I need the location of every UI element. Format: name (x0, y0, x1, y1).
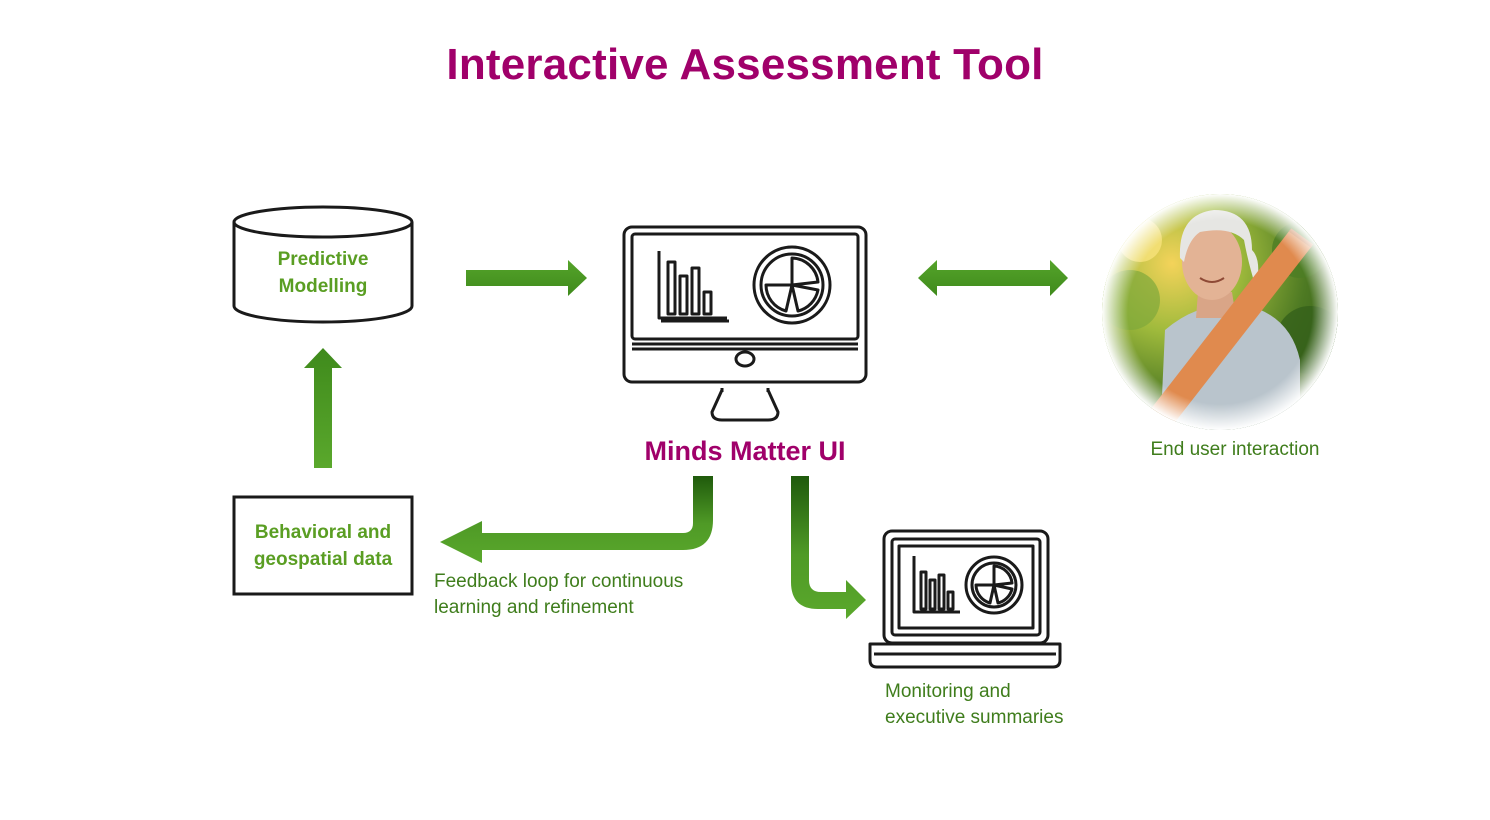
page-title: Interactive Assessment Tool (446, 40, 1044, 89)
desktop-monitor-dashboard-icon (622, 225, 868, 422)
predictive-modelling-line-1: Predictive (277, 249, 369, 270)
minds-matter-ui-label: Minds Matter UI (644, 436, 846, 466)
behavioral-data-label: Behavioral and geospatial data (234, 519, 412, 573)
end-user-caption: End user interaction (1150, 439, 1320, 460)
behavioral-data-line-1: Behavioral and (254, 522, 392, 543)
database-cylinder-icon (232, 205, 414, 324)
feedback-caption: Feedback loop for continuous learning an… (434, 569, 734, 621)
feedback-caption-line-2: learning and refinement (434, 597, 634, 618)
behavioral-data-box (232, 495, 414, 596)
monitoring-caption-line-2: executive summaries (885, 707, 1064, 728)
arrow-up-to-modelling (304, 348, 342, 468)
arrow-feedback-loop (440, 476, 713, 563)
arrow-to-monitoring (791, 476, 866, 619)
behavioral-data-line-2: geospatial data (253, 549, 393, 570)
end-user-photo (1102, 194, 1338, 430)
laptop-dashboard-icon (868, 529, 1062, 669)
monitoring-caption-line-1: Monitoring and (885, 681, 1011, 702)
arrow-modelling-to-ui (466, 260, 587, 296)
predictive-modelling-line-2: Modelling (278, 276, 368, 297)
predictive-modelling-label: Predictive Modelling (234, 246, 412, 300)
arrow-ui-end-user (918, 260, 1068, 296)
feedback-caption-line-1: Feedback loop for continuous (434, 571, 684, 592)
monitoring-caption: Monitoring and executive summaries (885, 679, 1135, 731)
